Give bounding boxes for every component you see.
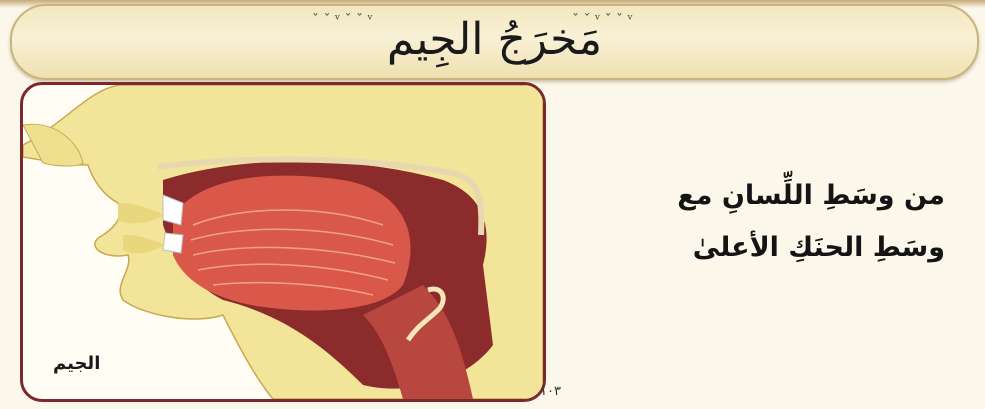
page-number: ١٠٣ bbox=[540, 384, 561, 399]
description-line-1: من وسَطِ اللِّسانِ مع bbox=[565, 170, 945, 222]
tongue-shape bbox=[173, 176, 411, 311]
diagram-label: الجيم bbox=[53, 353, 100, 374]
illustration-frame: الجيم bbox=[20, 82, 546, 402]
page-title: مَخرَجُ الجِيم bbox=[12, 14, 977, 65]
description-line-2: وسَطِ الحنَكِ الأعلىٰ bbox=[565, 222, 945, 274]
head-profile-illustration bbox=[23, 85, 543, 399]
description-text: من وسَطِ اللِّسانِ مع وسَطِ الحنَكِ الأع… bbox=[565, 170, 945, 274]
lower-teeth-shape bbox=[163, 233, 183, 253]
title-banner: ˇ ˇ ᵛ ˇ ˇ ᵛ ˇ ˇ ᵛ ˇ ˇ ᵛ مَخرَجُ الجِيم bbox=[10, 4, 979, 80]
